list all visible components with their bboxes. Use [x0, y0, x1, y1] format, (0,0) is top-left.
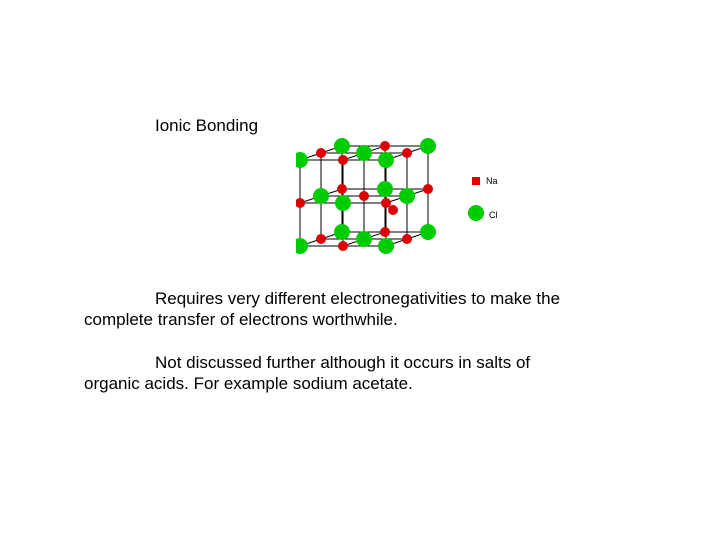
cl-ion	[377, 181, 393, 197]
lattice-legend: Na Cl	[468, 176, 498, 221]
na-ion	[316, 148, 326, 158]
cl-ion	[420, 224, 436, 240]
na-ion	[337, 184, 347, 194]
cl-ion	[356, 145, 372, 161]
legend-cl-label: Cl	[489, 210, 498, 220]
na-ion	[388, 205, 398, 215]
legend-cl-swatch	[468, 205, 484, 221]
cl-ion	[378, 238, 394, 254]
na-ion	[338, 241, 348, 251]
nacl-lattice-diagram: Na Cl	[296, 138, 498, 254]
cl-ion	[378, 152, 394, 168]
legend-na-label: Na	[486, 176, 498, 186]
cl-ion	[296, 238, 308, 254]
na-ion	[338, 155, 348, 165]
na-ion	[402, 148, 412, 158]
na-ion	[423, 184, 433, 194]
slide-title: Ionic Bonding	[155, 116, 259, 135]
na-ion	[359, 191, 369, 201]
cl-ion	[399, 188, 415, 204]
paragraph-organic-salts: Not discussed further although it occurs…	[84, 353, 531, 393]
na-ion	[380, 141, 390, 151]
cl-ion	[313, 188, 329, 204]
cl-ion	[420, 138, 436, 154]
na-ion	[296, 198, 305, 208]
sodium-ions	[296, 141, 433, 251]
legend-na-swatch	[472, 177, 480, 185]
cl-ion	[334, 224, 350, 240]
cl-ion	[334, 138, 350, 154]
na-ion	[402, 234, 412, 244]
na-ion	[380, 227, 390, 237]
chloride-ions	[296, 138, 436, 254]
cl-ion	[335, 195, 351, 211]
na-ion	[381, 198, 391, 208]
na-ion	[316, 234, 326, 244]
cl-ion	[296, 152, 308, 168]
paragraph-electronegativity: Requires very different electronegativit…	[84, 289, 561, 329]
cl-ion	[356, 231, 372, 247]
